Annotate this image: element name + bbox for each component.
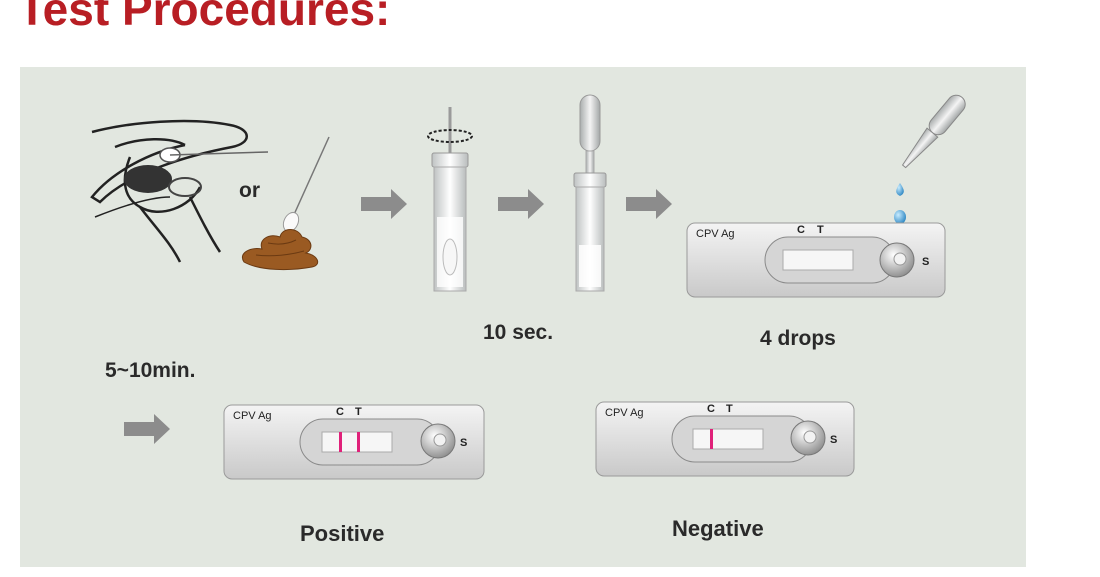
tube-stir-icon — [427, 107, 473, 292]
cassette-name: CPV Ag — [233, 410, 272, 422]
wait-time-label: 5~10min. — [105, 359, 196, 382]
positive-label: Positive — [300, 521, 385, 546]
swab-icon — [282, 136, 330, 233]
arrow-right-icon — [124, 414, 170, 444]
page-title: Test Procedures: — [18, 0, 391, 35]
positive-cassette: CPV Ag C T S — [223, 404, 485, 480]
test-letter: T — [817, 224, 824, 236]
test-letter: T — [726, 403, 733, 415]
mix-time-label: 10 sec. — [483, 321, 554, 344]
sample-letter: S — [460, 437, 467, 449]
test-line — [357, 432, 360, 452]
control-line — [710, 429, 713, 449]
drops-label: 4 drops — [760, 327, 836, 350]
negative-cassette: CPV Ag C T S — [595, 401, 855, 477]
arrow-right-icon — [361, 189, 407, 219]
or-label: or — [239, 179, 260, 202]
sample-letter: S — [830, 434, 837, 446]
feces-icon — [242, 229, 319, 271]
arrow-right-icon — [498, 189, 544, 219]
test-letter: T — [355, 406, 362, 418]
dog-rectal-swab-icon — [90, 119, 248, 263]
arrow-right-icon — [626, 189, 672, 219]
cassette-name: CPV Ag — [696, 228, 735, 240]
control-letter: C — [707, 403, 715, 415]
procedure-illustration: CPV Ag C T S CPV Ag C T S CPV Ag — [90, 94, 966, 480]
control-letter: C — [797, 224, 805, 236]
control-line — [339, 432, 342, 452]
sample-letter: S — [922, 256, 929, 268]
procedure-panel: CPV Ag C T S CPV Ag C T S CPV Ag — [20, 67, 1026, 567]
dog-body-shading — [124, 147, 269, 197]
dropper-tube-icon — [573, 94, 607, 292]
negative-label: Negative — [672, 516, 764, 541]
dropper-icon — [901, 94, 966, 169]
test-cassette-apply: CPV Ag C T S — [686, 222, 946, 298]
control-letter: C — [336, 406, 344, 418]
cassette-name: CPV Ag — [605, 407, 644, 419]
